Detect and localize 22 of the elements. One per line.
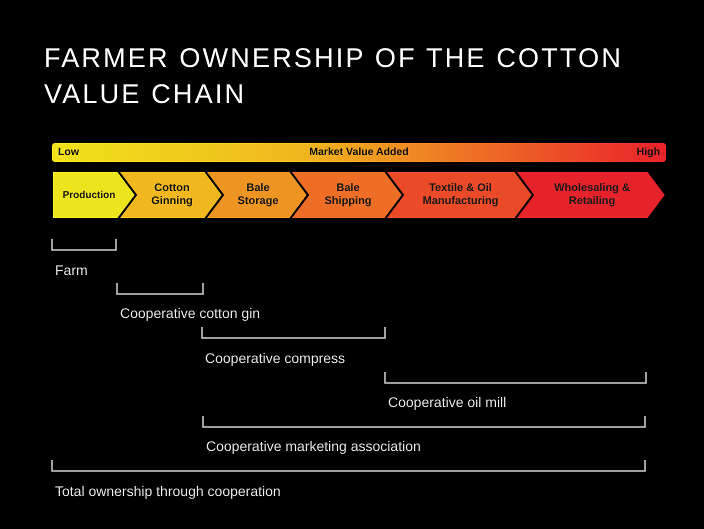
- scale-label: Low: [58, 146, 79, 159]
- step-label: Production: [62, 188, 116, 202]
- step-label: Bale Storage: [236, 181, 280, 209]
- ownership-label: Total ownership through cooperation: [55, 483, 281, 500]
- stage-band: [52, 171, 136, 219]
- step-label: Textile & Oil Manufacturing: [422, 181, 500, 209]
- ownership-label: Cooperative oil mill: [388, 394, 506, 411]
- stage-band: [118, 171, 223, 219]
- ownership-label: Cooperative compress: [205, 350, 346, 367]
- scale-label: Market Value Added: [309, 146, 409, 159]
- title: FARMER OWNERSHIP OF THE COTTON VALUE CHAIN: [44, 42, 624, 111]
- stage-band: [205, 171, 308, 219]
- ownership-label: Cooperative cotton gin: [120, 305, 260, 322]
- ownership-label: Farm: [55, 262, 88, 279]
- scale-label: High: [636, 146, 660, 159]
- step-label: Cotton Ginning: [150, 181, 194, 209]
- stage-band: [385, 171, 533, 219]
- stage-band: [290, 171, 403, 219]
- ownership-label: Cooperative marketing association: [206, 438, 421, 455]
- step-label: Bale Shipping: [323, 181, 373, 209]
- step-label: Wholesaling & Retailing: [553, 181, 631, 209]
- stage-band: [515, 171, 666, 219]
